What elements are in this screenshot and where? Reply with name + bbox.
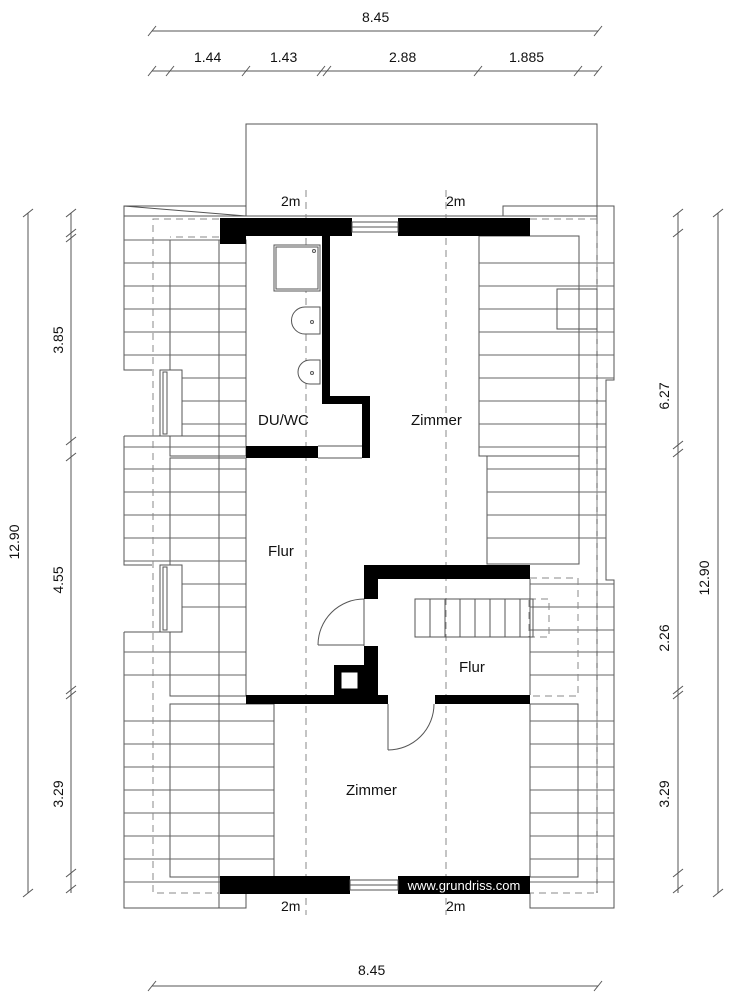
- room-label-zimmer-bottom: Zimmer: [346, 782, 397, 799]
- dim-left-seg-1: 3.85: [50, 326, 66, 354]
- walls: [220, 218, 530, 894]
- dim-top-seg-1: 1.44: [194, 49, 222, 65]
- staircase: [414, 598, 534, 638]
- toilet: [291, 306, 321, 335]
- room-label-zimmer-top: Zimmer: [411, 412, 462, 429]
- dim-top-seg-3: 2.88: [389, 49, 417, 65]
- dimension-lines: [22, 25, 724, 992]
- dim-top-seg-4: 1.885: [509, 49, 545, 65]
- dim-left-total: 12.90: [6, 524, 22, 560]
- roof-tiles-right: [479, 262, 614, 883]
- dim-right-seg-2: 2.26: [656, 624, 672, 652]
- shower-tray: [273, 244, 321, 292]
- dim-bottom-total: 8.45: [358, 962, 386, 978]
- height-marker-top-left: 2m: [281, 193, 301, 209]
- height-marker-bottom-left: 2m: [281, 898, 301, 914]
- room-label-flur-right: Flur: [459, 659, 485, 676]
- bathroom-fixtures: [273, 244, 321, 385]
- height-marker-top-right: 2m: [446, 193, 466, 209]
- dim-right-seg-3: 3.29: [656, 780, 672, 808]
- dim-left-seg-3: 3.29: [50, 780, 66, 808]
- roof-tiles-left: [124, 239, 274, 883]
- chimney: [340, 671, 359, 690]
- watermark: www.grundriss.com: [407, 878, 521, 893]
- dim-left-seg-2: 4.55: [50, 566, 66, 594]
- doors: [317, 598, 435, 751]
- height-marker-bottom-right: 2m: [446, 898, 466, 914]
- dim-top-total: 8.45: [362, 9, 390, 25]
- dim-right-total: 12.90: [696, 560, 712, 596]
- windows: [349, 221, 399, 891]
- room-label-bath: DU/WC: [258, 412, 309, 429]
- room-label-flur-left: Flur: [268, 543, 294, 560]
- roof-window-left: [159, 369, 183, 633]
- dim-right-seg-1: 6.27: [656, 382, 672, 410]
- roof-window-right: [556, 288, 598, 330]
- dim-top-seg-2: 1.43: [270, 49, 298, 65]
- washbasin: [297, 359, 321, 385]
